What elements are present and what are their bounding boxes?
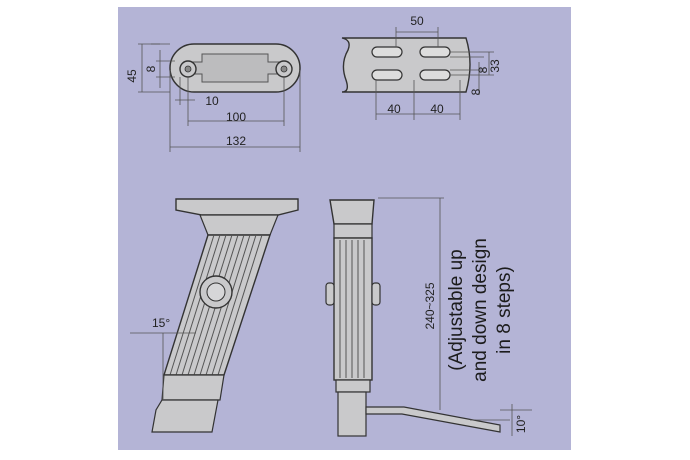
slot-dim-left: 40 bbox=[387, 102, 401, 116]
side-angle: 10° bbox=[514, 415, 528, 433]
dim-height-small: 8 bbox=[144, 65, 158, 72]
front-view: 15° bbox=[130, 198, 299, 433]
plate-inner-recess bbox=[189, 53, 283, 83]
note-line-2: and down design bbox=[470, 238, 491, 382]
note-line-3: in 8 steps) bbox=[494, 266, 515, 354]
left-hole-inner bbox=[184, 65, 192, 73]
slot-dim-right: 40 bbox=[430, 102, 444, 116]
front-upper-block bbox=[199, 214, 279, 236]
top-view: 45 8 10 100 132 bbox=[125, 43, 301, 152]
side-range: 240~325 bbox=[423, 282, 437, 329]
side-lower-block bbox=[335, 379, 371, 393]
slot-dim-top: 50 bbox=[410, 14, 424, 28]
side-note: (Adjustable up and down design in 8 step… bbox=[446, 238, 515, 382]
slot-dim-height: 33 bbox=[488, 59, 502, 73]
dim-offset: 10 bbox=[205, 94, 219, 108]
front-knob-inner bbox=[206, 282, 226, 302]
slot-left-upper bbox=[371, 46, 403, 58]
slot-left-lower bbox=[371, 69, 403, 81]
front-angle: 15° bbox=[152, 316, 170, 330]
dim-width-outer: 132 bbox=[226, 134, 246, 148]
note-line-1: (Adjustable up bbox=[446, 249, 467, 370]
side-top-pad bbox=[329, 199, 375, 225]
side-upper-block bbox=[333, 223, 373, 239]
side-knob-left bbox=[325, 282, 335, 306]
side-knob-right bbox=[371, 282, 381, 306]
side-view: 240~325 10° (Adjustable up and down desi… bbox=[325, 197, 532, 437]
front-top-pad bbox=[175, 198, 299, 216]
slot-view: 50 40 40 33 8 8 bbox=[341, 14, 502, 120]
dim-height: 45 bbox=[125, 69, 139, 83]
slot-right-lower bbox=[419, 69, 451, 81]
slot-dim-small-a: 8 bbox=[476, 66, 490, 73]
side-ribs bbox=[339, 240, 365, 378]
front-foot bbox=[151, 399, 219, 433]
slot-plate-outline bbox=[341, 37, 471, 93]
slot-dim-small-b: 8 bbox=[469, 88, 483, 95]
side-mount-bar bbox=[365, 406, 501, 433]
slot-right-upper bbox=[419, 46, 451, 58]
right-hole-inner bbox=[280, 65, 288, 73]
dim-width-holes: 100 bbox=[226, 110, 246, 124]
front-lower-block bbox=[161, 374, 225, 401]
side-foot bbox=[337, 391, 367, 437]
